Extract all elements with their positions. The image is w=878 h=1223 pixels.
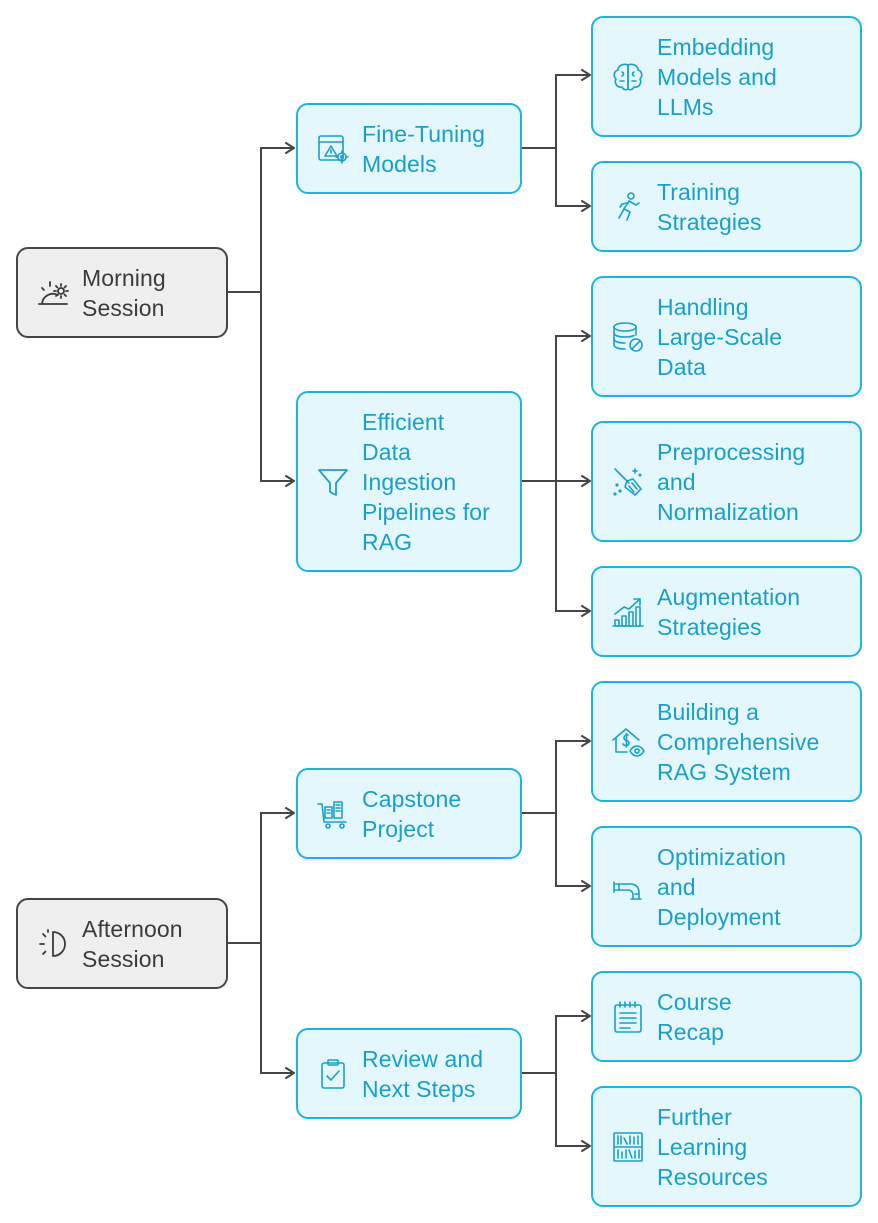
- preprocessing-node: Preprocessing and Normalization: [591, 421, 862, 542]
- course-recap-label: Course Recap: [657, 988, 732, 1045]
- fine-tuning-models-label: Fine-Tuning Models: [362, 120, 485, 177]
- running-person-icon: [605, 190, 651, 224]
- comprehensive-rag-node: Building a Comprehensive RAG System: [591, 681, 862, 802]
- course-recap-node: Course Recap: [591, 971, 862, 1062]
- afternoon-session-label: Afternoon Session: [82, 915, 183, 972]
- training-strategies-node: Training Strategies: [591, 161, 862, 252]
- augmentation-strategies-label: Augmentation Strategies: [657, 583, 801, 640]
- library-icon: [605, 1130, 651, 1164]
- sunrise-icon: [30, 276, 76, 310]
- optimization-deployment-label: Optimization and Deployment: [657, 843, 787, 930]
- preprocessing-label: Preprocessing and Normalization: [657, 438, 806, 525]
- capstone-project-label: Capstone Project: [362, 785, 462, 842]
- training-strategies-label: Training Strategies: [657, 178, 762, 235]
- augmentation-strategies-node: Augmentation Strategies: [591, 566, 862, 657]
- morning-session-node: Morning Session: [16, 247, 228, 338]
- review-next-steps-node: Review and Next Steps: [296, 1028, 522, 1119]
- half-sun-icon: [30, 927, 76, 961]
- embedding-models-label: Embedding Models and LLMs: [657, 33, 777, 120]
- funnel-icon: [310, 465, 356, 499]
- notepad-icon: [605, 1000, 651, 1034]
- further-learning-node: Further Learning Resources: [591, 1086, 862, 1207]
- large-scale-data-node: Handling Large-Scale Data: [591, 276, 862, 397]
- capstone-project-node: Capstone Project: [296, 768, 522, 859]
- data-ingestion-node: Efficient Data Ingestion Pipelines for R…: [296, 391, 522, 572]
- brain-icon: [605, 60, 651, 94]
- broom-sparkle-icon: [605, 465, 651, 499]
- fine-tuning-models-node: Fine-Tuning Models: [296, 103, 522, 194]
- comprehensive-rag-label: Building a Comprehensive RAG System: [657, 698, 820, 785]
- growth-chart-icon: [605, 595, 651, 629]
- house-money-eye-icon: [605, 725, 651, 759]
- morning-session-label: Morning Session: [82, 264, 166, 321]
- data-ingestion-label: Efficient Data Ingestion Pipelines for R…: [362, 408, 490, 555]
- optimization-deployment-node: Optimization and Deployment: [591, 826, 862, 947]
- project-cart-icon: [310, 797, 356, 831]
- clipboard-check-icon: [310, 1057, 356, 1091]
- model-tuning-icon: [310, 132, 356, 166]
- large-scale-data-label: Handling Large-Scale Data: [657, 293, 783, 380]
- afternoon-session-node: Afternoon Session: [16, 898, 228, 989]
- further-learning-label: Further Learning Resources: [657, 1103, 768, 1190]
- pipe-icon: [605, 870, 651, 904]
- embedding-models-node: Embedding Models and LLMs: [591, 16, 862, 137]
- database-blocked-icon: [605, 320, 651, 354]
- review-next-steps-label: Review and Next Steps: [362, 1045, 484, 1102]
